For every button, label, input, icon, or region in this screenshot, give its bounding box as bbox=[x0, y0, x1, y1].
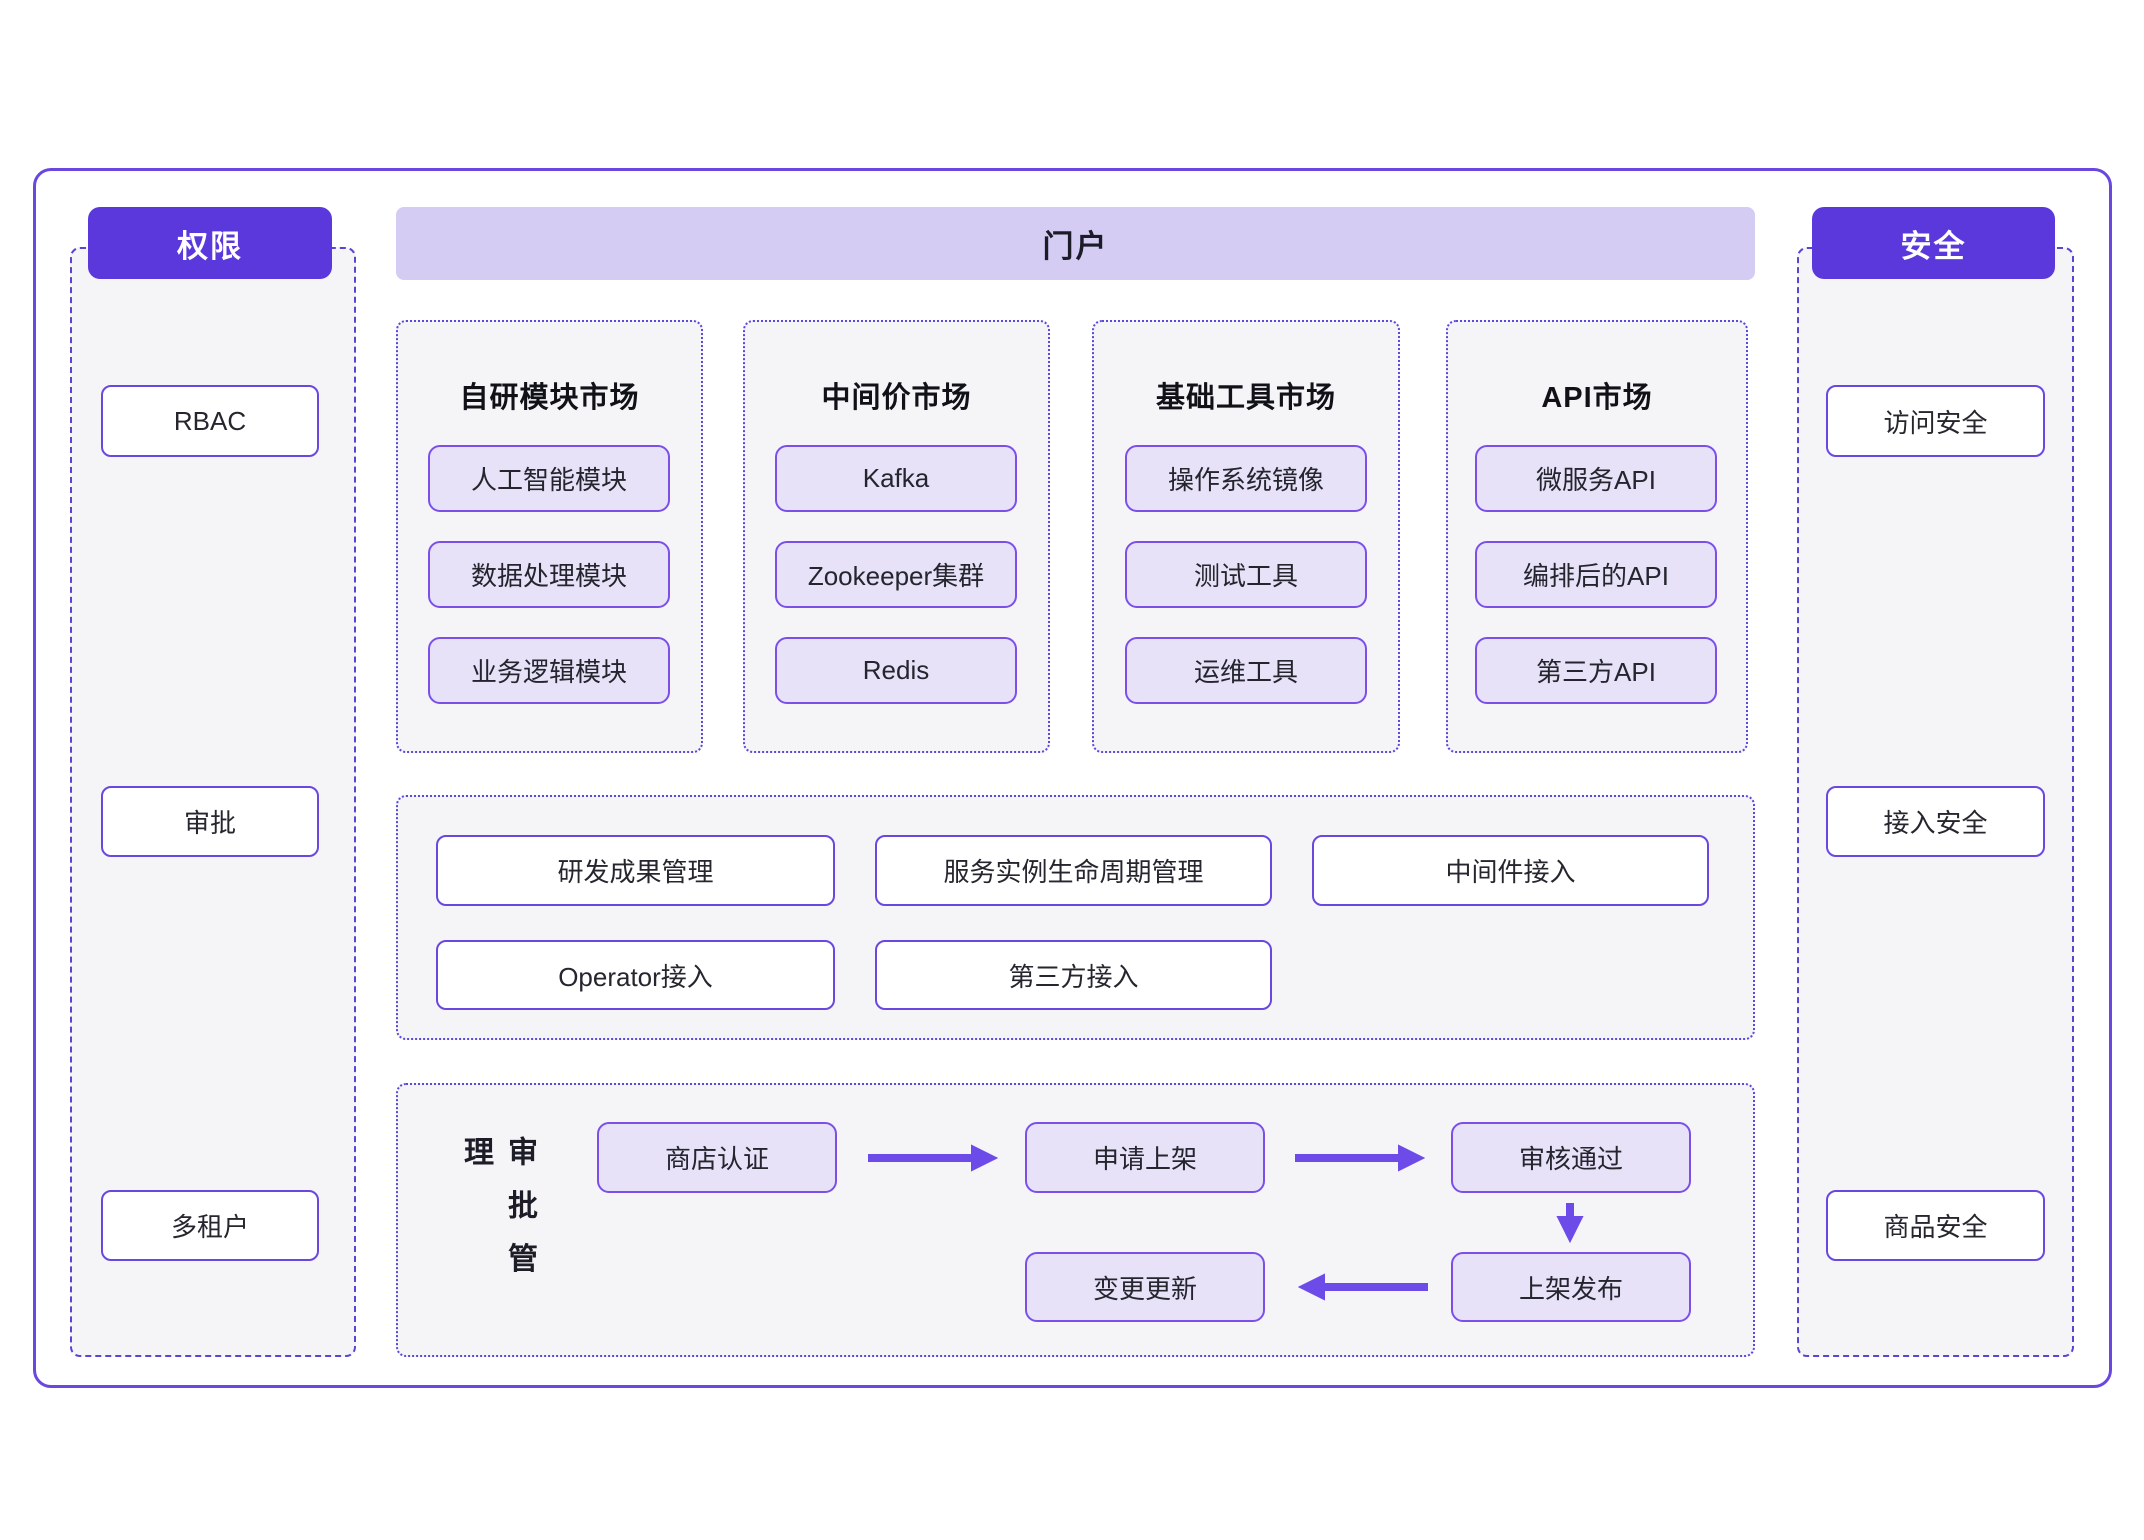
market-title: 自研模块市场 bbox=[459, 382, 640, 414]
security-header: 安全 bbox=[1812, 207, 2055, 279]
node-ops-tools: 运维工具 bbox=[1125, 637, 1367, 704]
node-redis: Redis bbox=[775, 637, 1017, 704]
node-business-logic-module: 业务逻辑模块 bbox=[428, 637, 670, 704]
node-ai-module: 人工智能模块 bbox=[428, 445, 670, 512]
node-multitenant: 多租户 bbox=[101, 1190, 319, 1261]
node-test-tools: 测试工具 bbox=[1125, 541, 1367, 608]
node-middleware-integration: 中间件接入 bbox=[1312, 835, 1709, 906]
market-title: 基础工具市场 bbox=[1155, 382, 1336, 414]
node-orchestrated-api: 编排后的API bbox=[1475, 541, 1717, 608]
node-operator-integration: Operator接入 bbox=[436, 940, 835, 1010]
node-store-certification: 商店认证 bbox=[597, 1122, 837, 1193]
approval-flow-label: 审批管理 bbox=[459, 1136, 536, 1297]
node-rbac: RBAC bbox=[101, 385, 319, 457]
node-apply-listing: 申请上架 bbox=[1025, 1122, 1265, 1193]
node-data-processing-module: 数据处理模块 bbox=[428, 541, 670, 608]
market-title: API市场 bbox=[1541, 382, 1653, 414]
node-approval: 审批 bbox=[101, 786, 319, 857]
node-instance-lifecycle-mgmt: 服务实例生命周期管理 bbox=[875, 835, 1272, 906]
permissions-header: 权限 bbox=[88, 207, 332, 279]
node-zookeeper: Zookeeper集群 bbox=[775, 541, 1017, 608]
node-review-passed: 审核通过 bbox=[1451, 1122, 1691, 1193]
node-access-security: 访问安全 bbox=[1826, 385, 2045, 457]
portal-header: 门户 bbox=[396, 207, 1755, 280]
node-listing-release: 上架发布 bbox=[1451, 1252, 1691, 1322]
market-title: 中间价市场 bbox=[821, 382, 972, 414]
node-change-update: 变更更新 bbox=[1025, 1252, 1265, 1322]
node-product-security: 商品安全 bbox=[1826, 1190, 2045, 1261]
node-os-image: 操作系统镜像 bbox=[1125, 445, 1367, 512]
node-microservice-api: 微服务API bbox=[1475, 445, 1717, 512]
node-integration-security: 接入安全 bbox=[1826, 786, 2045, 857]
node-third-party-api: 第三方API bbox=[1475, 637, 1717, 704]
node-third-party-integration: 第三方接入 bbox=[875, 940, 1272, 1010]
node-rd-results-mgmt: 研发成果管理 bbox=[436, 835, 835, 906]
node-kafka: Kafka bbox=[775, 445, 1017, 512]
